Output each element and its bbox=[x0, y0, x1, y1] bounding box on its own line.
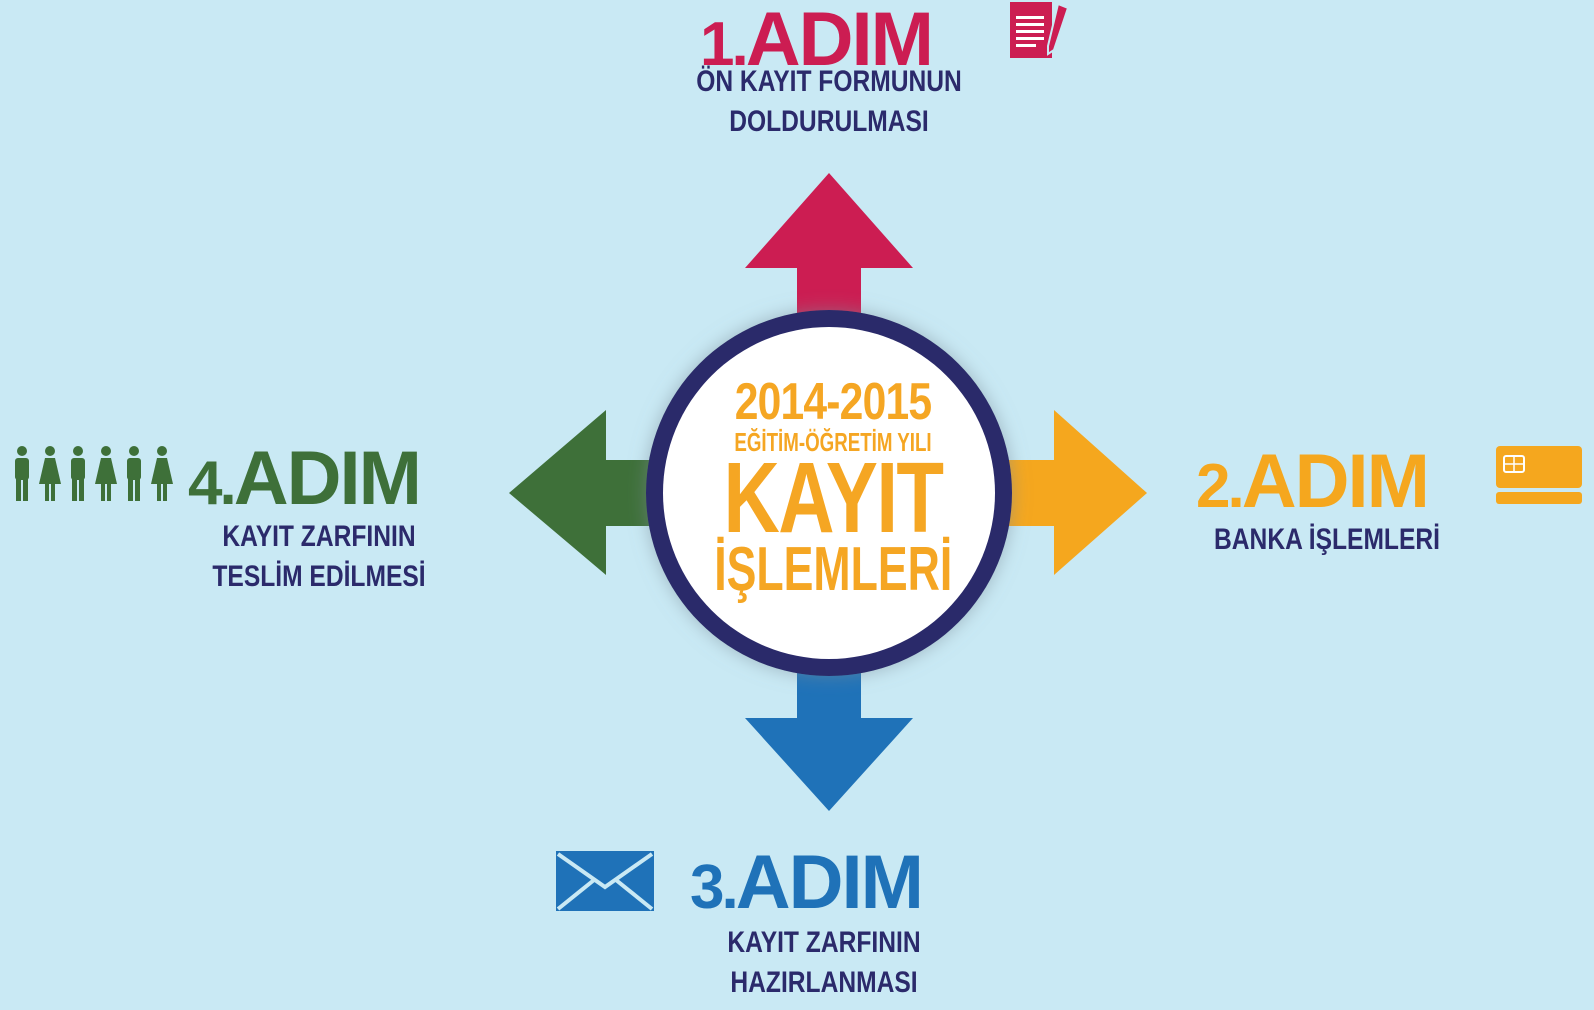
step3-description: KAYIT ZARFININ HAZIRLANMASI bbox=[660, 923, 988, 1003]
center-line2: İŞLEMLERİ bbox=[714, 535, 953, 604]
arrow-down-step3 bbox=[745, 660, 913, 811]
step1-desc-line2: DOLDURULMASI bbox=[729, 105, 929, 138]
credit-card-icon bbox=[1496, 446, 1582, 509]
step2-word: ADIM bbox=[1241, 439, 1430, 524]
step3-desc-line2: HAZIRLANMASI bbox=[730, 966, 918, 999]
step2-description: BANKA İŞLEMLERİ bbox=[1163, 520, 1491, 560]
step2-heading: 2.ADIM bbox=[1196, 444, 1430, 521]
step1-desc-line1: ÖN KAYIT FORMUNUN bbox=[696, 65, 962, 98]
arrow-left-step4 bbox=[509, 410, 670, 575]
step3-desc-line1: KAYIT ZARFININ bbox=[727, 926, 921, 959]
step4-desc-line1: KAYIT ZARFININ bbox=[222, 520, 416, 553]
document-pencil-icon bbox=[1010, 2, 1072, 63]
step4-description: KAYIT ZARFININ TESLİM EDİLMESİ bbox=[155, 517, 483, 597]
person-male-icon bbox=[15, 446, 29, 501]
step2-desc-line1: BANKA İŞLEMLERİ bbox=[1214, 523, 1440, 556]
arrow-up-step1 bbox=[745, 173, 913, 330]
arrow-right-step2 bbox=[990, 410, 1147, 575]
step1-number: 1. bbox=[700, 10, 749, 79]
step3-heading: 3.ADIM bbox=[690, 845, 924, 922]
step1-heading: 1.ADIM bbox=[700, 2, 934, 79]
center-subtitle: EĞİTİM-ÖĞRETİM YILI bbox=[734, 427, 932, 457]
step1-description: ÖN KAYIT FORMUNUN DOLDURULMASI bbox=[665, 62, 993, 142]
step3-number: 3. bbox=[690, 853, 739, 922]
people-icon bbox=[10, 446, 176, 509]
step1-word: ADIM bbox=[745, 0, 934, 82]
person-male-icon bbox=[127, 446, 141, 501]
step4-desc-line2: TESLİM EDİLMESİ bbox=[212, 560, 426, 593]
center-circle bbox=[663, 327, 995, 659]
envelope-icon bbox=[556, 851, 654, 916]
step3-word: ADIM bbox=[735, 840, 924, 925]
step4-number: 4. bbox=[188, 449, 237, 518]
center-title: 2014-2015 EĞİTİM-ÖĞRETİM YILI KAYIT İŞLE… bbox=[668, 373, 998, 604]
center-line1: KAYIT bbox=[723, 442, 944, 554]
person-male-icon bbox=[71, 446, 85, 501]
person-female-icon bbox=[39, 446, 61, 501]
center-year: 2014-2015 bbox=[734, 373, 932, 431]
person-female-icon bbox=[151, 446, 173, 501]
step4-word: ADIM bbox=[233, 436, 422, 521]
person-female-icon bbox=[95, 446, 117, 501]
step4-heading: 4.ADIM bbox=[188, 441, 422, 518]
step2-number: 2. bbox=[1196, 452, 1245, 521]
